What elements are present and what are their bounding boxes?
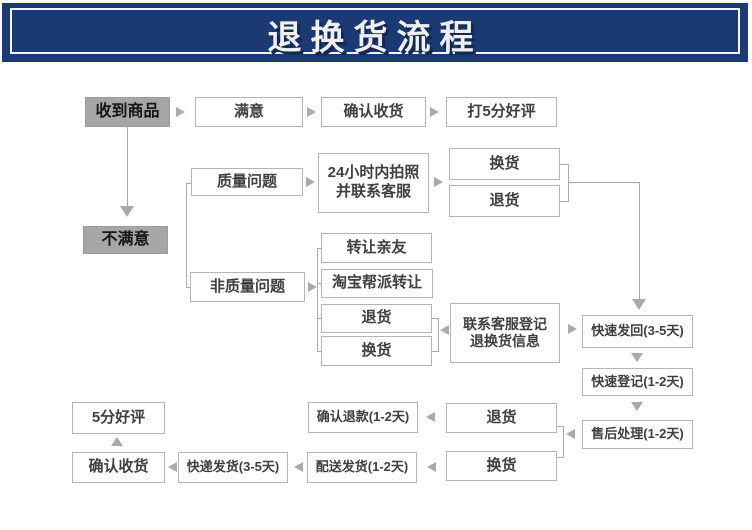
flow-node-label: 打5分好评 <box>467 102 536 120</box>
flow-node-exchange-2: 换货 <box>321 336 432 366</box>
flow-node-confirm-refund: 确认退款(1-2天) <box>308 402 418 433</box>
flow-node-label: 淘宝帮派转让 <box>331 274 422 292</box>
flow-node-label: 快速发回(3-5天) <box>591 323 684 339</box>
flow-node-exchange-3: 换货 <box>446 451 557 481</box>
flow-node-quality-problem: 质量问题 <box>191 168 303 196</box>
flow-node-label: 快速登记(1-2天) <box>591 373 684 389</box>
arrow-right-icon <box>430 107 439 117</box>
flow-node-photo-24h: 24小时内拍照并联系客服 <box>318 153 429 213</box>
arrow-right-icon <box>434 177 443 187</box>
flow-node-label: 退货 <box>361 309 392 327</box>
flow-node-non-quality-problem: 非质量问题 <box>190 272 305 302</box>
arrow-right-icon <box>308 282 317 292</box>
header-banner-border <box>10 8 740 54</box>
flow-node-aftersale-handle: 售后处理(1-2天) <box>582 420 693 449</box>
arrow-left-icon <box>566 429 575 439</box>
flow-node-label: 并联系客服 <box>335 183 411 200</box>
header-banner: 退换货流程 <box>2 3 748 62</box>
connector-line <box>560 201 568 202</box>
flow-node-express-dispatch: 快递发货(3-5天) <box>178 452 288 483</box>
arrow-right-icon <box>306 177 315 187</box>
connector-line <box>568 164 569 202</box>
page-title: 退换货流程 <box>267 19 483 57</box>
flow-node-satisfied: 满意 <box>195 97 303 127</box>
flow-node-confirm-receipt-bottom: 确认收货 <box>72 452 165 483</box>
connector-line <box>560 164 568 165</box>
flow-node-label: 收到商品 <box>95 103 160 120</box>
flow-node-transfer-friends: 转让亲友 <box>321 233 432 263</box>
flow-node-exchange-1: 换货 <box>449 148 560 180</box>
connector-line <box>432 318 439 319</box>
flow-node-label: 不满意 <box>101 231 150 248</box>
flow-node-label: 快递发货(3-5天) <box>186 459 280 475</box>
arrow-right-icon <box>176 107 185 117</box>
flow-node-fast-register: 快速登记(1-2天) <box>582 368 693 396</box>
connector-line <box>568 182 639 183</box>
connector-line <box>317 318 322 319</box>
flow-node-label: 退换货信息 <box>470 333 540 349</box>
flow-node-label: 确认退款(1-2天) <box>316 409 410 425</box>
flow-node-label: 确认收货 <box>88 458 149 476</box>
flow-node-received-goods: 收到商品 <box>85 97 170 127</box>
flow-node-label: 转让亲友 <box>346 238 407 256</box>
flow-node-delivery-dispatch: 配送发货(1-2天) <box>307 452 417 483</box>
arrow-down-icon <box>120 206 134 217</box>
connector-line <box>186 287 191 288</box>
flow-node-label: 24小时内拍照 <box>327 164 420 182</box>
flow-node-contact-service: 联系客服登记退换货信息 <box>450 303 560 363</box>
flow-node-label: 确认收货 <box>343 102 404 120</box>
flow-node-fast-sendback: 快速发回(3-5天) <box>582 315 693 348</box>
connector-line <box>317 248 322 249</box>
connector-line <box>317 283 322 284</box>
arrow-left-icon <box>426 412 435 422</box>
flow-node-label: 联系客服登记 <box>463 315 547 332</box>
flow-node-five-star: 5分好评 <box>72 402 165 434</box>
flow-node-return-2: 退货 <box>321 304 432 333</box>
arrow-up-icon <box>111 437 123 446</box>
flow-node-label: 退货 <box>489 191 520 209</box>
connector-line <box>127 127 128 207</box>
flow-node-label: 换货 <box>489 154 520 172</box>
connector-line <box>557 457 564 458</box>
flow-node-label: 满意 <box>233 102 264 120</box>
connector-line <box>317 248 318 352</box>
arrow-left-icon <box>168 462 177 472</box>
flow-node-confirm-receipt-top: 确认收货 <box>321 97 426 127</box>
arrow-down-icon <box>631 353 643 362</box>
flow-node-label: 退货 <box>486 408 517 426</box>
arrow-left-icon <box>294 462 303 472</box>
arrow-down-icon <box>632 299 646 310</box>
flow-node-label: 换货 <box>361 341 392 359</box>
flow-node-label: 质量问题 <box>216 172 277 190</box>
arrow-right-icon <box>307 107 316 117</box>
connector-line <box>317 351 322 352</box>
connector-line <box>432 351 439 352</box>
flow-node-unsatisfied: 不满意 <box>83 226 168 254</box>
flow-node-label: 换货 <box>486 456 517 474</box>
flow-node-give-5-star: 打5分好评 <box>446 97 557 127</box>
connector-line <box>438 318 439 352</box>
flow-node-label: 售后处理(1-2天) <box>591 426 684 442</box>
arrow-right-icon <box>568 324 577 334</box>
flow-node-return-3: 退货 <box>446 403 557 433</box>
connector-line <box>557 426 564 427</box>
arrow-left-icon <box>440 325 449 335</box>
arrow-left-icon <box>427 462 436 472</box>
connector-line <box>186 183 192 184</box>
arrow-down-icon <box>631 402 643 411</box>
flow-node-taobao-transfer: 淘宝帮派转让 <box>321 269 433 298</box>
flow-node-return-1: 退货 <box>449 185 560 217</box>
flow-node-label: 配送发货(1-2天) <box>315 459 409 475</box>
connector-line <box>639 182 640 300</box>
connector-line <box>186 183 187 288</box>
flow-node-label: 5分好评 <box>91 408 146 426</box>
flow-node-label: 非质量问题 <box>209 277 285 295</box>
connector-line <box>563 426 564 458</box>
